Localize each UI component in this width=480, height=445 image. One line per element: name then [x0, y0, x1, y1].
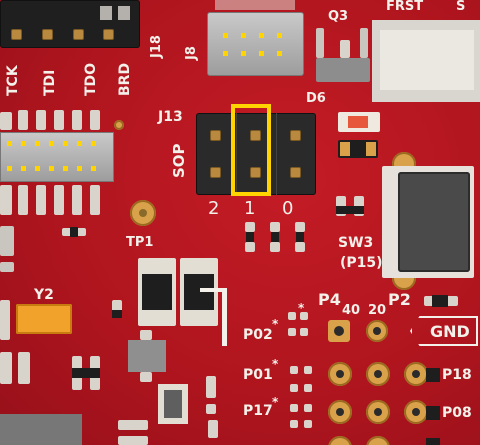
label-sop-pin1: 1 [244, 198, 256, 219]
y2-crystal [16, 304, 72, 334]
label-p02: P02 [243, 327, 273, 343]
label-40: 40 [342, 303, 361, 318]
label-p01: P01 [243, 367, 273, 383]
top-left-header [0, 0, 140, 48]
gnd-text: GND [430, 322, 470, 341]
label-p2: P2 [388, 290, 411, 309]
label-s: S [456, 0, 466, 14]
label-brd: BRD [117, 62, 133, 96]
label-sw3: SW3 [338, 235, 374, 251]
label-p18: P18 [442, 367, 472, 383]
label-tdo: TDO [83, 62, 99, 96]
j8-connector [207, 12, 304, 76]
sop-selection-highlight [231, 104, 271, 196]
tp1-inductor-a [138, 258, 176, 326]
label-p17: P17 [243, 403, 273, 419]
label-j8: J8 [184, 46, 199, 60]
label-sop: SOP [170, 143, 188, 178]
bottom-left-connector [0, 414, 82, 445]
label-20: 20 [368, 303, 387, 318]
label-d6: D6 [306, 91, 326, 106]
p4-pad [328, 320, 350, 342]
label-p08: P08 [442, 405, 472, 421]
star-p01: * [272, 357, 279, 371]
sw3-button[interactable] [382, 166, 474, 278]
star-p04: * [298, 301, 305, 315]
label-tck: TCK [5, 65, 21, 96]
sop-jumper-header[interactable] [196, 113, 316, 195]
star-p17: * [272, 395, 279, 409]
gnd-label: GND [410, 316, 478, 346]
label-y2: Y2 [34, 287, 54, 303]
label-sw3-sub: (P15) [340, 255, 383, 271]
header-pin [366, 436, 390, 445]
label-frst: FRST [386, 0, 424, 14]
label-j13: J13 [158, 109, 183, 125]
label-tdi: TDI [42, 69, 58, 96]
label-p4: P4 [318, 290, 341, 309]
star-p02: * [272, 317, 279, 331]
lower-ic [128, 340, 166, 372]
label-sop-pin0: 0 [282, 198, 294, 219]
label-tp1: TP1 [126, 235, 154, 250]
label-j18: J18 [149, 35, 164, 58]
label-q3: Q3 [328, 9, 349, 24]
d6-led [338, 112, 380, 132]
tp1-inductor-b [180, 258, 218, 326]
left-gray-connector [0, 132, 114, 182]
label-sop-pin2: 2 [208, 198, 220, 219]
header-pin [328, 436, 352, 445]
q3-transistor [316, 58, 370, 82]
